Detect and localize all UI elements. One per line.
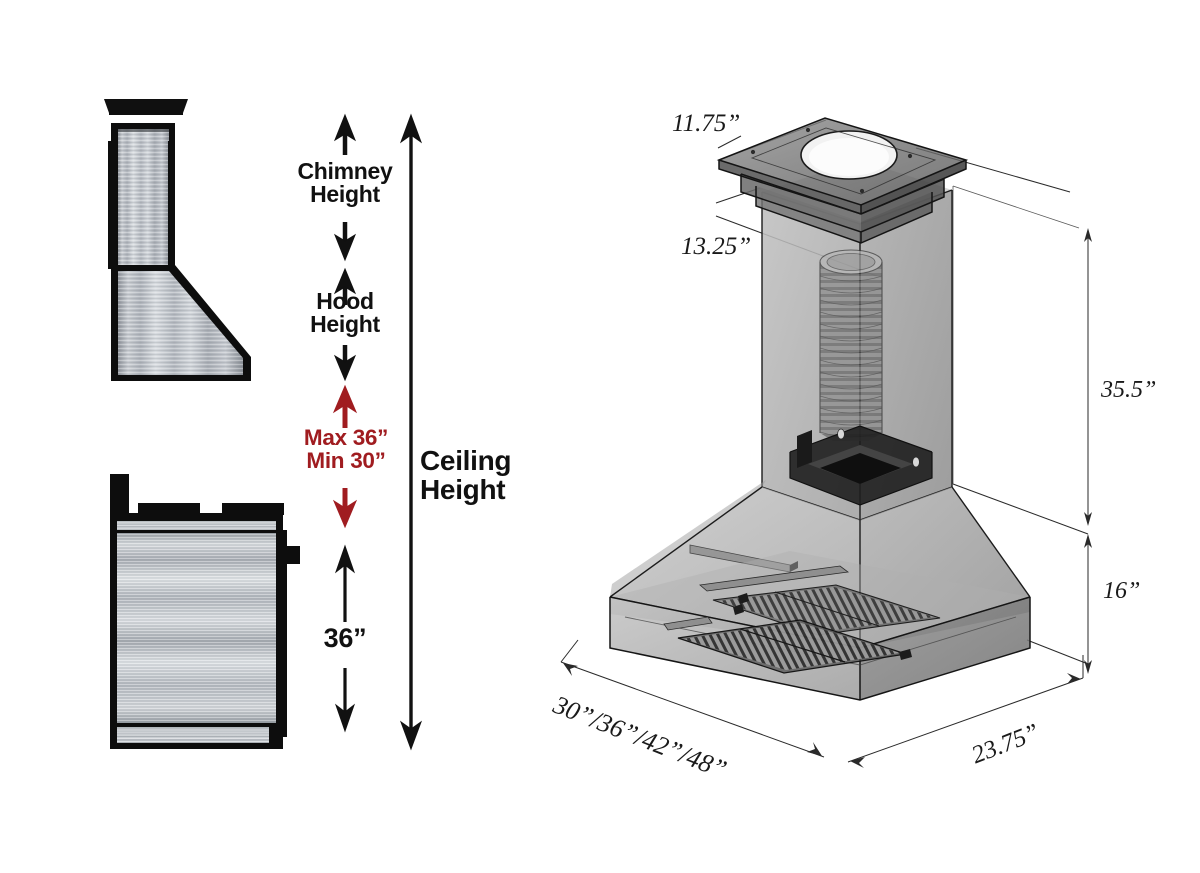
chimney-height-label: Chimney Height	[297, 158, 393, 208]
chimney-top-width-label: 11.75”	[672, 110, 741, 137]
clearance-up-arrow	[332, 384, 358, 428]
blower-plate	[789, 425, 933, 506]
flex-duct	[819, 249, 883, 441]
counter-up-arrow	[334, 544, 356, 622]
chimney-top-flange	[716, 117, 969, 244]
hood-height-label: Hood Height	[310, 288, 380, 338]
chimney-down-arrow	[333, 222, 357, 262]
hood-side-profile	[104, 99, 251, 381]
cooktop-front-view	[110, 474, 300, 749]
hood-down-arrow	[333, 345, 357, 382]
clearance-range-label: Max 36” Min 30”	[303, 425, 389, 473]
chimney-up-arrow	[333, 113, 357, 155]
hood-height-dim-label: 16”	[1103, 578, 1141, 604]
baffle-filters	[663, 565, 941, 674]
counter-down-arrow	[334, 668, 356, 733]
chimney-base-width-label: 13.25”	[681, 233, 752, 260]
ceiling-height-arrow	[399, 113, 423, 751]
hood-up-arrow	[333, 267, 357, 305]
clearance-down-arrow	[332, 488, 358, 529]
counter-height-label: 36”	[323, 623, 367, 653]
measurement-arrows	[332, 113, 423, 751]
chimney-height-dim-label: 35.5”	[1101, 377, 1157, 403]
ceiling-height-label: Ceiling Height	[420, 445, 512, 505]
